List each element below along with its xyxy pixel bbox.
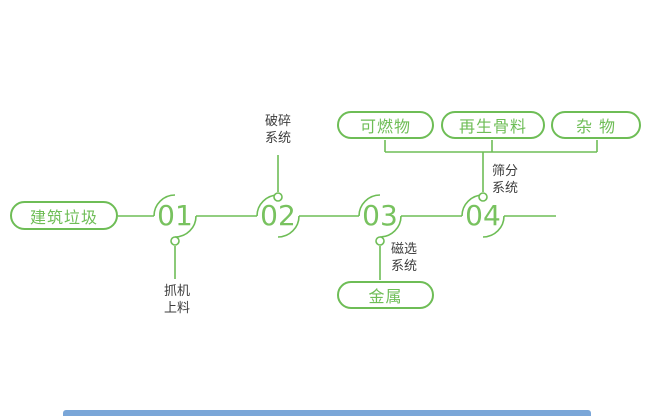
output-node-label: 金属 (368, 287, 403, 306)
output-node-combustible: 可燃物 (337, 111, 434, 139)
label-grab-feeding-system: 抓机 上料 (145, 283, 209, 317)
label-line: 磁选 (391, 242, 418, 257)
bottom-bar-partial (63, 410, 591, 416)
step-node-arc (358, 194, 381, 217)
label-line: 系统 (492, 181, 519, 196)
step-number-01: 01 (157, 199, 193, 232)
step-node-arc (379, 215, 402, 238)
source-node-label: 建筑垃圾 (29, 207, 98, 227)
label-line: 筛分 (492, 164, 519, 179)
output-node-label: 杂 物 (575, 117, 617, 136)
node-dot (170, 236, 180, 246)
node-dot (375, 236, 385, 246)
step-number-04: 04 (465, 199, 501, 232)
source-node-construction-waste: 建筑垃圾 (10, 201, 118, 230)
output-node-metal: 金属 (337, 281, 434, 309)
output-node-misc: 杂 物 (551, 111, 641, 139)
step-node-arc (482, 215, 505, 238)
label-screening-system: 筛分 系统 (492, 163, 552, 197)
label-line: 系统 (264, 131, 291, 146)
node-dot (478, 192, 488, 202)
step-node-arc (153, 194, 176, 217)
step-number-03: 03 (362, 199, 398, 232)
label-line: 破碎 (264, 114, 291, 129)
output-node-label: 再生骨料 (458, 117, 527, 136)
label-magnetic-separation-system: 磁选 系统 (391, 241, 451, 275)
step-node-arc (277, 215, 300, 238)
label-line: 上料 (163, 301, 190, 316)
output-node-label: 可燃物 (359, 117, 411, 136)
step-node-arc (174, 215, 197, 238)
label-line: 抓机 (163, 284, 190, 299)
step-number-02: 02 (260, 199, 296, 232)
node-dot (273, 192, 283, 202)
label-crushing-system: 破碎 系统 (246, 113, 310, 147)
output-node-recycled-aggregate: 再生骨料 (441, 111, 545, 139)
label-line: 系统 (391, 259, 418, 274)
